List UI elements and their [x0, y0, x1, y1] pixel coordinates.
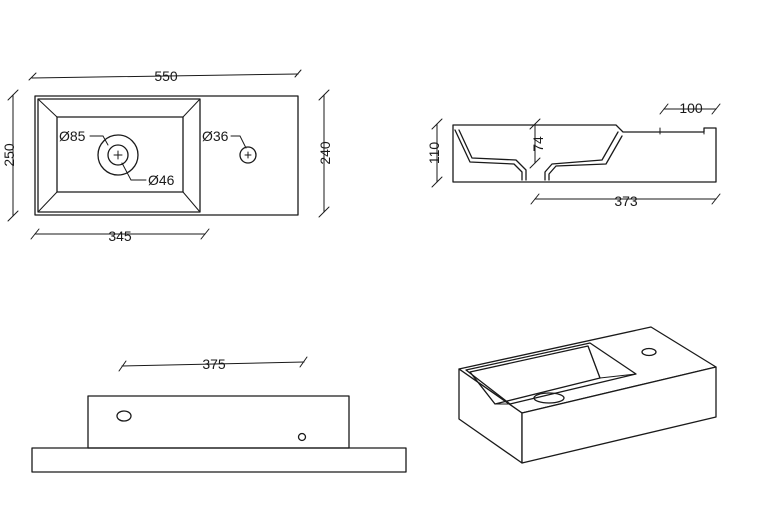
section-inner-profile [454, 129, 523, 181]
dim-basin-width: 345 [108, 228, 132, 244]
front-view: 375 [31, 356, 407, 473]
drain-inner-circle [107, 144, 129, 166]
tap-hole-circle [239, 146, 257, 164]
dim-drain-inner: Ø46 [148, 172, 175, 188]
top-view-outline [34, 95, 299, 216]
section-view: 110 74 100 373 [426, 100, 721, 209]
top-view-basin-rim [37, 98, 201, 213]
dim-drain-outer: Ø85 [59, 128, 86, 144]
dim-section-height: 110 [426, 142, 442, 165]
dim-section-ledge: 100 [679, 100, 703, 116]
front-view-basin-body [87, 395, 350, 449]
dim-tap-hole: Ø36 [202, 128, 229, 144]
dim-basin-depth: 74 [530, 136, 546, 152]
countertop-slab [31, 447, 407, 473]
iso-tap-hole [641, 347, 657, 357]
iso-drain [533, 392, 565, 404]
section-outer-profile [452, 124, 717, 183]
drain-outer-circle [97, 134, 139, 176]
iso-side-face [521, 366, 717, 464]
drain-hole-front [297, 432, 307, 442]
top-view: 550 250 240 345 Ø85 Ø46 Ø36 [1, 68, 333, 244]
overflow-hole [116, 410, 132, 422]
dim-top-depth-right: 240 [317, 141, 333, 165]
isometric-view [458, 326, 717, 464]
dim-front-width: 375 [202, 356, 226, 372]
dim-top-depth-left: 250 [1, 143, 17, 167]
dim-section-length: 373 [614, 193, 638, 209]
dim-top-width: 550 [154, 68, 178, 84]
